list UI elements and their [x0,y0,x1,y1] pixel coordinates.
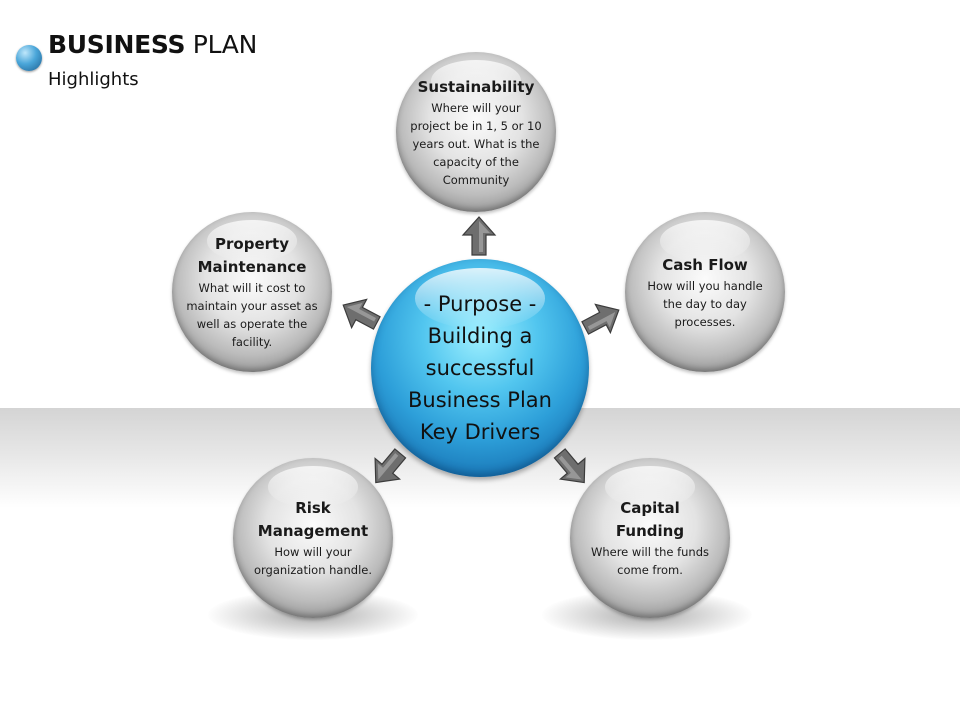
node-risk-management: Risk Management How will your organizati… [233,458,393,618]
arrow-upper-right-icon [580,297,624,341]
title-bullet-icon [16,45,42,71]
page-title: BUSINESS PLAN [48,30,257,59]
node-description: Where will your project be in 1, 5 or 10… [410,100,542,187]
node-description: How will your organization handle. [253,545,372,577]
title-rest: PLAN [185,30,257,59]
node-heading: Sustainability [417,77,535,96]
node-heading: Capital Funding [615,499,685,540]
node-description: Where will the funds come from. [590,545,710,577]
page-subtitle: Highlights [48,69,139,90]
node-heading: Risk Management [257,499,369,540]
node-capital-funding: Capital Funding Where will the funds com… [570,458,730,618]
node-description: What will it cost to maintain your asset… [186,281,318,349]
arrow-upper-left-icon [338,292,382,336]
title-bold: BUSINESS [48,30,186,59]
node-sustainability: Sustainability Where will your project b… [396,52,556,212]
node-heading: Property Maintenance [197,235,307,276]
node-description: How will you handle the day to day proce… [647,278,763,329]
center-hub: - Purpose - Building a successful Busine… [371,259,589,477]
center-hub-text: - Purpose - Building a successful Busine… [408,292,552,444]
arrow-up-icon [457,214,501,258]
node-cash-flow: Cash Flow How will you handle the day to… [625,212,785,372]
node-heading: Cash Flow [662,255,748,274]
arrow-lower-left-icon [366,446,410,490]
node-property-maintenance: Property Maintenance What will it cost t… [172,212,332,372]
arrow-lower-right-icon [550,446,594,490]
